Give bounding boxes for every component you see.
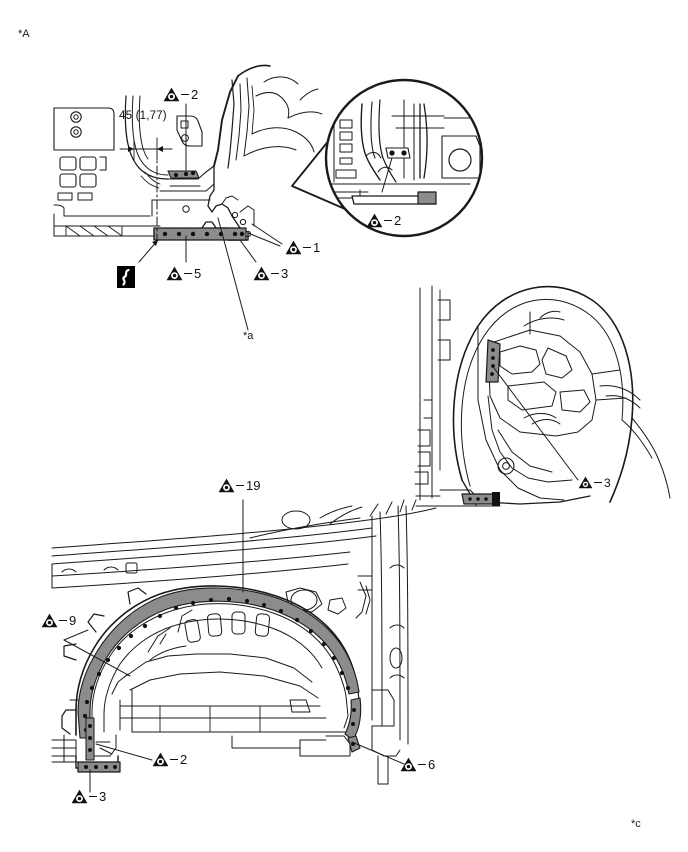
page-ref-mid-left: *a <box>243 330 254 342</box>
marker-number: 2 <box>191 87 199 102</box>
triangle-dot-icon <box>578 476 593 489</box>
marker-number: 9 <box>69 613 77 628</box>
marker-bottom-19[interactable]: 19 <box>218 478 260 493</box>
triangle-dot-icon <box>163 87 180 102</box>
marker-number: 1 <box>313 240 321 255</box>
marker-dash <box>271 272 279 275</box>
triangle-dot-icon <box>152 752 169 767</box>
triangle-dot-icon <box>166 266 183 281</box>
marker-number: 6 <box>428 757 436 772</box>
triangle-dot-icon <box>218 478 235 493</box>
triangle-dot-icon <box>253 266 270 281</box>
marker-dash <box>89 795 97 798</box>
dimension-label: 45 (1,77) <box>119 110 167 122</box>
page-ref-top-left: *A <box>18 28 30 40</box>
marker-dash <box>59 619 67 622</box>
marker-dash <box>236 484 244 487</box>
marker-number: 2 <box>180 752 188 767</box>
marker-upper-1[interactable]: 1 <box>285 240 320 255</box>
sealer-s-icon <box>117 266 135 288</box>
marker-number: 19 <box>246 478 261 493</box>
triangle-dot-icon <box>285 240 302 255</box>
upper-left-body-structure <box>53 64 323 331</box>
triangle-dot-icon <box>400 757 417 772</box>
marker-bottom-9[interactable]: 9 <box>41 613 76 628</box>
marker-dash <box>170 758 178 761</box>
marker-number: 3 <box>281 266 289 281</box>
marker-number: 3 <box>99 789 107 804</box>
triangle-dot-icon <box>41 613 58 628</box>
marker-upper-5[interactable]: 5 <box>166 266 201 281</box>
right-wheel-house-structure <box>414 285 671 507</box>
marker-dash <box>181 93 189 96</box>
marker-upper-2[interactable]: 2 <box>163 87 198 102</box>
marker-dash <box>594 481 602 484</box>
marker-bottom-3[interactable]: 3 <box>71 789 106 804</box>
marker-right-3[interactable]: 3 <box>578 476 611 489</box>
marker-number: 3 <box>604 475 611 490</box>
marker-detail-2[interactable]: 2 <box>366 213 401 228</box>
bottom-wheel-arch-structure <box>51 499 437 793</box>
marker-bottom-6[interactable]: 6 <box>400 757 435 772</box>
triangle-dot-icon <box>71 789 88 804</box>
marker-number: 5 <box>194 266 202 281</box>
triangle-dot-icon <box>366 213 383 228</box>
marker-dash <box>418 763 426 766</box>
detail-circle-callout <box>291 78 484 238</box>
marker-dash <box>184 272 192 275</box>
marker-number: 2 <box>394 213 402 228</box>
marker-dash <box>384 219 392 222</box>
marker-upper-3[interactable]: 3 <box>253 266 288 281</box>
marker-dash <box>303 246 311 249</box>
page-ref-bottom-right: *c <box>631 818 641 830</box>
marker-bottom-2[interactable]: 2 <box>152 752 187 767</box>
